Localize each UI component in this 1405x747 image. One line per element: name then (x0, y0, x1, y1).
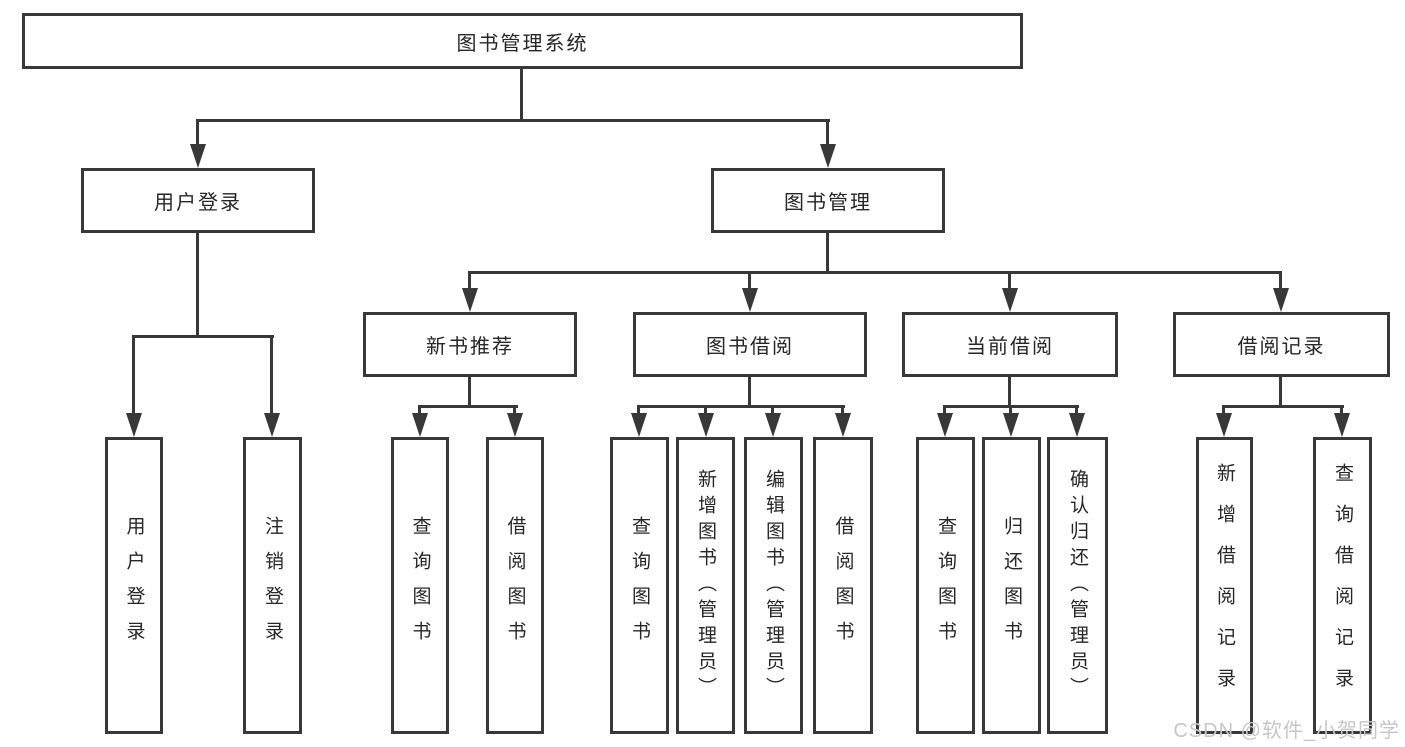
connector-g2-leaf2-drop (704, 405, 707, 417)
node-new-book-recommend: 新书推荐 (363, 312, 577, 377)
arrowhead-down-icon (462, 288, 478, 312)
connector-group4-rail (1222, 405, 1344, 408)
connector-login-stem (196, 233, 199, 338)
node-current-borrow: 当前借阅 (902, 312, 1118, 377)
leaf-edit-book-admin: 编辑图书（管理员） (744, 437, 803, 734)
arrowhead-down-icon (631, 413, 647, 437)
leaf-borrow-book-2: 借阅图书 (813, 437, 873, 734)
connector-manage-drop (826, 119, 829, 146)
connector-g4-leaf1-drop (1222, 405, 1225, 417)
leaf-borrow-book-1-label: 借阅图书 (504, 515, 526, 656)
leaf-add-book-admin: 新增图书（管理员） (676, 437, 735, 734)
connector-login-child2-drop (270, 335, 273, 415)
leaf-query-book-1-label: 查询图书 (409, 515, 431, 656)
arrowhead-down-icon (835, 413, 851, 437)
leaf-query-book-3: 查询图书 (916, 437, 975, 734)
arrowhead-down-icon (742, 288, 758, 312)
node-root: 图书管理系统 (22, 13, 1023, 69)
connector-group4-drop (1279, 271, 1282, 291)
leaf-edit-book-admin-label: 编辑图书（管理员） (763, 468, 784, 703)
leaf-query-book-2: 查询图书 (610, 437, 669, 734)
connector-group3-drop (1008, 271, 1011, 291)
node-new-book-recommend-label: 新书推荐 (426, 336, 514, 358)
connector-g3-leaf3-drop (1075, 405, 1078, 417)
connector-g3-leaf1-drop (943, 405, 946, 417)
leaf-add-borrow-record-label: 新增借阅记录 (1214, 462, 1235, 709)
arrowhead-down-icon (820, 144, 836, 168)
arrowhead-down-icon (765, 413, 781, 437)
connector-group1-drop (468, 271, 471, 291)
arrowhead-down-icon (937, 413, 953, 437)
node-book-manage: 图书管理 (711, 168, 945, 233)
connector-g1-leaf1-drop (418, 405, 421, 417)
leaf-add-borrow-record: 新增借阅记录 (1196, 437, 1253, 734)
arrowhead-down-icon (412, 413, 428, 437)
node-borrow-record: 借阅记录 (1173, 312, 1390, 377)
connector-g4-leaf2-drop (1340, 405, 1343, 417)
arrowhead-down-icon (1334, 413, 1350, 437)
node-current-borrow-label: 当前借阅 (966, 336, 1054, 358)
arrowhead-down-icon (190, 144, 206, 168)
leaf-query-book-1: 查询图书 (391, 437, 449, 734)
leaf-return-book-label: 归还图书 (1001, 515, 1022, 656)
leaf-user-login-label: 用户登录 (123, 515, 145, 656)
arrowhead-down-icon (507, 413, 523, 437)
arrowhead-down-icon (1003, 413, 1019, 437)
leaf-logout-label: 注销登录 (262, 515, 283, 656)
leaf-query-book-3-label: 查询图书 (935, 515, 956, 656)
node-root-label: 图书管理系统 (456, 32, 589, 55)
arrowhead-down-icon (264, 413, 280, 437)
connector-root-rail (196, 119, 830, 122)
connector-login-rail (133, 335, 274, 338)
connector-root-stem (520, 69, 523, 121)
arrowhead-down-icon (1273, 288, 1289, 312)
connector-login-drop (196, 119, 199, 146)
arrowhead-down-icon (1216, 413, 1232, 437)
leaf-confirm-return-admin-label: 确认归还（管理员） (1067, 468, 1088, 703)
leaf-confirm-return-admin: 确认归还（管理员） (1047, 437, 1108, 734)
leaf-query-borrow-record-label: 查询借阅记录 (1332, 462, 1353, 709)
connector-group2-stem (748, 377, 751, 408)
connector-group1-rail (419, 405, 518, 408)
arrowhead-down-icon (1002, 288, 1018, 312)
csdn-watermark: CSDN @软件_小贺同学 (1173, 720, 1400, 742)
arrowhead-down-icon (1069, 413, 1085, 437)
leaf-borrow-book-1: 借阅图书 (486, 437, 544, 734)
leaf-borrow-book-2-label: 借阅图书 (832, 515, 854, 656)
connector-g2-leaf3-drop (771, 405, 774, 417)
connector-login-child1-drop (132, 335, 135, 415)
connector-g1-leaf2-drop (513, 405, 516, 417)
leaf-user-login: 用户登录 (105, 437, 163, 734)
connector-g2-leaf4-drop (841, 405, 844, 417)
connector-manage-rail (468, 271, 1282, 274)
leaf-logout: 注销登录 (243, 437, 302, 734)
connector-manage-stem (826, 233, 829, 274)
node-user-login: 用户登录 (81, 168, 315, 233)
arrowhead-down-icon (698, 413, 714, 437)
connector-group2-rail (637, 405, 845, 408)
node-book-borrow: 图书借阅 (633, 312, 867, 377)
leaf-query-borrow-record: 查询借阅记录 (1313, 437, 1372, 734)
connector-group1-stem (468, 377, 471, 408)
connector-g2-leaf1-drop (637, 405, 640, 417)
node-book-manage-label: 图书管理 (784, 192, 872, 214)
leaf-return-book: 归还图书 (982, 437, 1041, 734)
connector-group3-stem (1008, 377, 1011, 408)
node-book-borrow-label: 图书借阅 (706, 336, 794, 358)
leaf-query-book-2-label: 查询图书 (629, 515, 650, 656)
arrowhead-down-icon (126, 413, 142, 437)
node-borrow-record-label: 借阅记录 (1237, 336, 1326, 358)
connector-group2-drop (748, 271, 751, 291)
node-user-login-label: 用户登录 (154, 192, 242, 214)
leaf-add-book-admin-label: 新增图书（管理员） (695, 468, 716, 703)
connector-group4-stem (1279, 377, 1282, 408)
connector-g3-leaf2-drop (1009, 405, 1012, 417)
